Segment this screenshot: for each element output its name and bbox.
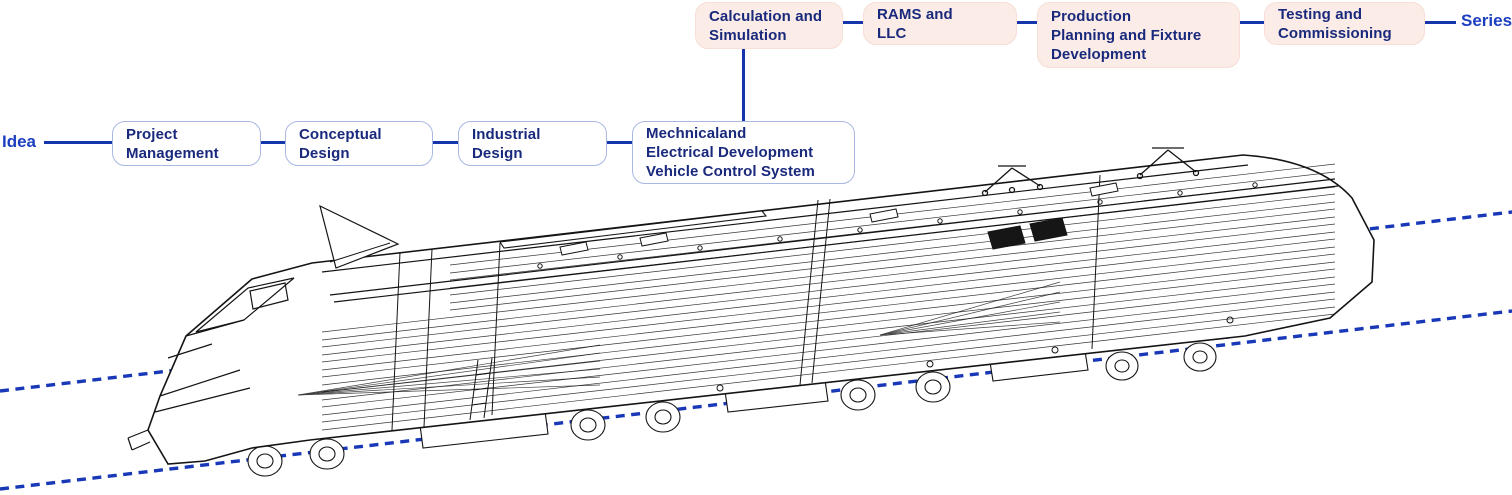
- locomotive-roof-equipment: [319, 147, 1258, 269]
- locomotive-fan-lines: [297, 281, 1061, 396]
- connector-industrial-to-mechanical: [607, 141, 632, 144]
- connector-calculation-to-rams: [843, 21, 863, 24]
- stage-label: Calculation and Simulation: [709, 7, 823, 44]
- locomotive-cab: [127, 277, 295, 451]
- stage-mechanical-electrical-development: Mechnicaland Electrical Development Vehi…: [632, 121, 855, 184]
- stage-label: Testing and Commissioning: [1278, 5, 1392, 42]
- connector-testing-to-series: [1425, 21, 1456, 24]
- stage-label: Industrial Design: [472, 125, 541, 162]
- locomotive-body: [147, 154, 1375, 465]
- stage-testing-commissioning: Testing and Commissioning: [1264, 2, 1425, 45]
- connector-mechanical-to-calculation: [742, 49, 745, 121]
- stage-label: Production Planning and Fixture Developm…: [1051, 7, 1202, 63]
- stage-conceptual-design: Conceptual Design: [285, 121, 433, 166]
- locomotive-underbody: [234, 337, 1231, 477]
- connector-idea-to-project: [44, 141, 112, 144]
- connector-conceptual-to-industrial: [433, 141, 458, 144]
- stage-label: RAMS and LLC: [877, 5, 953, 42]
- stage-label: Conceptual Design: [299, 125, 382, 162]
- connector-rams-to-production: [1017, 21, 1037, 24]
- stage-label: Project Management: [126, 125, 219, 162]
- idea-label: Idea: [2, 132, 37, 151]
- stage-calculation-simulation: Calculation and Simulation: [695, 2, 843, 49]
- stage-industrial-design: Industrial Design: [458, 121, 607, 166]
- locomotive-side-ribbing: [321, 163, 1336, 431]
- stage-rams-llc: RAMS and LLC: [863, 2, 1017, 45]
- stage-production-planning-fixture: Production Planning and Fixture Developm…: [1037, 2, 1240, 68]
- series-label: Series: [1461, 11, 1512, 30]
- stage-project-management: Project Management: [112, 121, 261, 166]
- connector-project-to-conceptual: [261, 141, 285, 144]
- connector-production-to-testing: [1240, 21, 1264, 24]
- stage-label: Mechnicaland Electrical Development Vehi…: [646, 125, 815, 180]
